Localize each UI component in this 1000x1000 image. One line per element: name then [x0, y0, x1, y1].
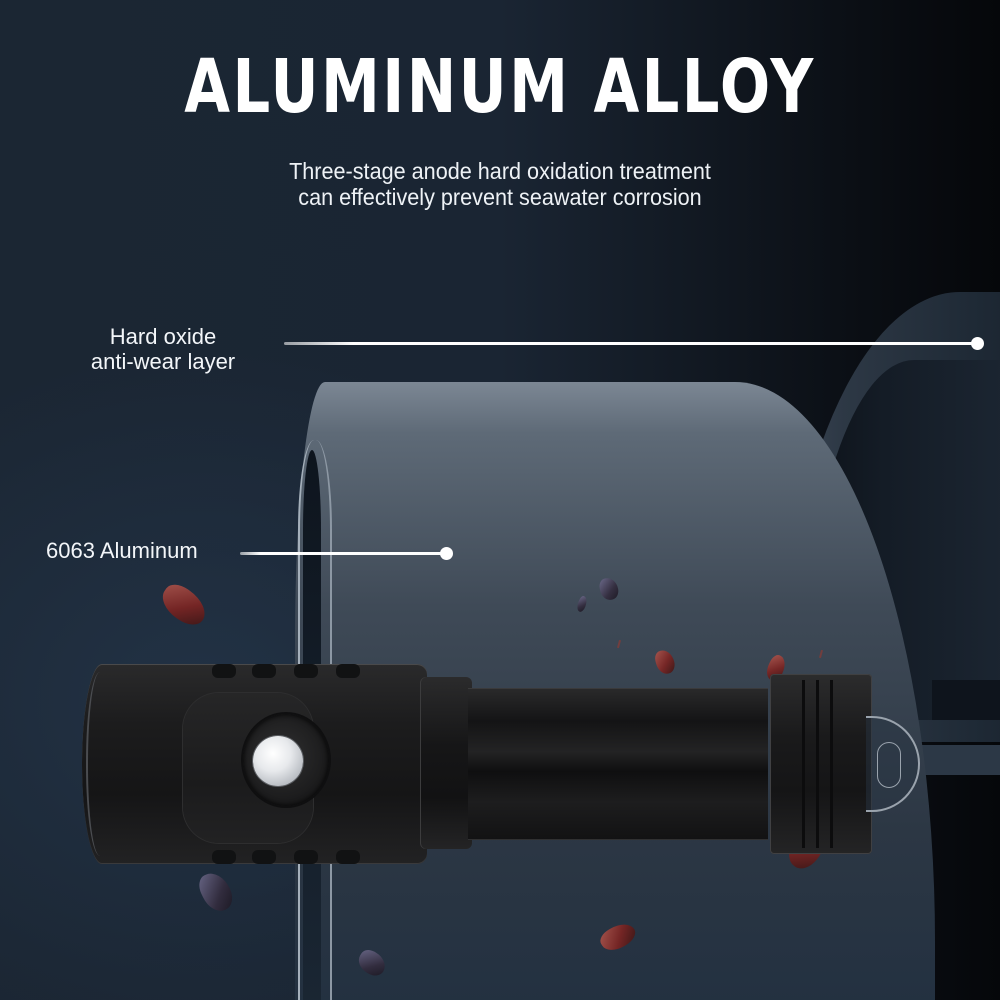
tail-groove — [816, 680, 819, 848]
callout-dot-icon — [440, 547, 453, 560]
callout-label-line: 6063 Aluminum — [46, 538, 198, 563]
flashlight-lens-rim — [86, 672, 102, 856]
flashlight-body-tube — [468, 688, 768, 840]
heat-sink-notch — [252, 850, 276, 864]
subtitle-line: can effectively prevent seawater corrosi… — [298, 184, 702, 210]
outer-pipe-band — [918, 745, 1000, 775]
flashlight-collar — [420, 677, 472, 849]
heat-sink-notch — [252, 664, 276, 678]
callout-leader-line — [240, 552, 445, 555]
callout-leader-line — [284, 342, 974, 345]
heat-sink-notch — [336, 664, 360, 678]
outer-pipe-lip — [932, 680, 1000, 720]
debris-chip — [155, 578, 213, 632]
heat-sink-notch — [336, 850, 360, 864]
heat-sink-notch — [212, 850, 236, 864]
callout-label-line: anti-wear layer — [90, 349, 236, 374]
heat-sink-notch — [212, 664, 236, 678]
heat-sink-notch — [294, 850, 318, 864]
page-subtitle: Three-stage anode hard oxidation treatme… — [30, 158, 970, 210]
callout-label-6063-aluminum: 6063 Aluminum — [46, 538, 198, 563]
lanyard-hole — [877, 742, 901, 788]
tail-groove — [802, 680, 805, 848]
page-title: ALUMINUM ALLOY — [184, 44, 816, 130]
heat-sink-notch — [294, 664, 318, 678]
tail-groove — [830, 680, 833, 848]
callout-label-hard-oxide: Hard oxide anti-wear layer — [58, 324, 268, 374]
callout-label-line: Hard oxide — [109, 324, 217, 349]
callout-dot-icon — [971, 337, 984, 350]
flashlight-tail-cap — [770, 674, 872, 854]
subtitle-line: Three-stage anode hard oxidation treatme… — [289, 158, 711, 184]
power-button-icon — [253, 736, 303, 786]
debris-chip — [194, 867, 238, 917]
